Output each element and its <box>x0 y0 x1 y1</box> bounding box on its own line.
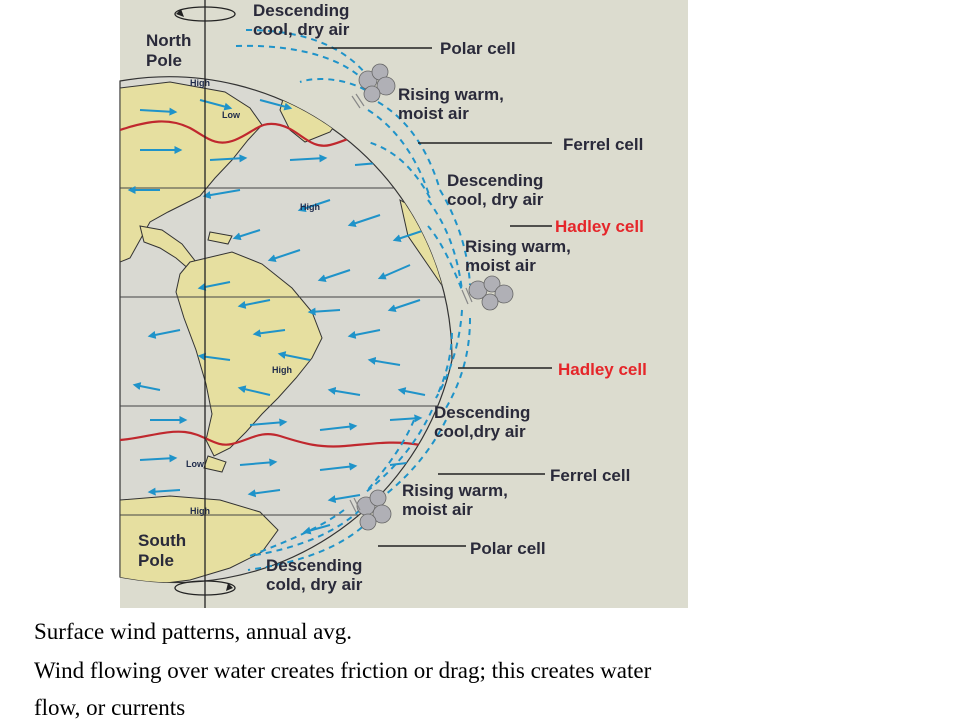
polar-cell-north-loop <box>235 44 379 101</box>
cloud-icon-equator <box>461 275 514 311</box>
pressure-high-subtropic-south: High <box>272 365 292 375</box>
cell-label-rise2: Rising warm,moist air <box>465 237 571 275</box>
cloud-icon-north <box>351 63 396 109</box>
cell-label-hadley-s: Hadley cell <box>558 360 647 379</box>
pressure-high-north: High <box>190 78 210 88</box>
cell-label-polar-n: Polar cell <box>440 39 516 58</box>
cell-label-ferrel-n: Ferrel cell <box>563 135 643 154</box>
caribbean-island <box>207 231 233 245</box>
north-america-landmass <box>120 81 263 263</box>
hadley-cell-south-loop <box>435 309 463 399</box>
cloud-icon-south <box>349 489 392 531</box>
pressure-low-south: Low <box>186 459 205 469</box>
north-pole-label: North Pole <box>146 31 196 70</box>
south-america-landmass <box>175 251 323 457</box>
caption-line-2: Wind flowing over water creates friction… <box>34 658 652 683</box>
caption-line-3: flow, or currents <box>34 695 186 720</box>
cell-label-hadley-n: Hadley cell <box>555 217 644 236</box>
caption-line-1: Surface wind patterns, annual avg. <box>34 619 353 644</box>
global-circulation-diagram: High Low High High Low High North Pole S… <box>119 0 647 608</box>
earth-axis <box>174 0 236 608</box>
ferrel-cell-north-loop <box>367 109 431 199</box>
pressure-high-south: High <box>190 506 210 516</box>
pressure-high-subtropic-north: High <box>300 202 320 212</box>
ferrel-cell-south-loop <box>365 409 433 493</box>
globe: High Low High High Low High <box>119 76 453 584</box>
cell-label-ferrel-s: Ferrel cell <box>550 466 630 485</box>
south-pole-label: South Pole <box>138 531 191 570</box>
pressure-low-north: Low <box>222 110 241 120</box>
cell-label-polar-s: Polar cell <box>470 539 546 558</box>
leader-lines <box>318 47 552 547</box>
cell-label-rise3: Rising warm,moist air <box>402 481 508 519</box>
cell-label-rise1: Rising warm,moist air <box>398 85 504 123</box>
circulation-cells <box>235 29 471 571</box>
